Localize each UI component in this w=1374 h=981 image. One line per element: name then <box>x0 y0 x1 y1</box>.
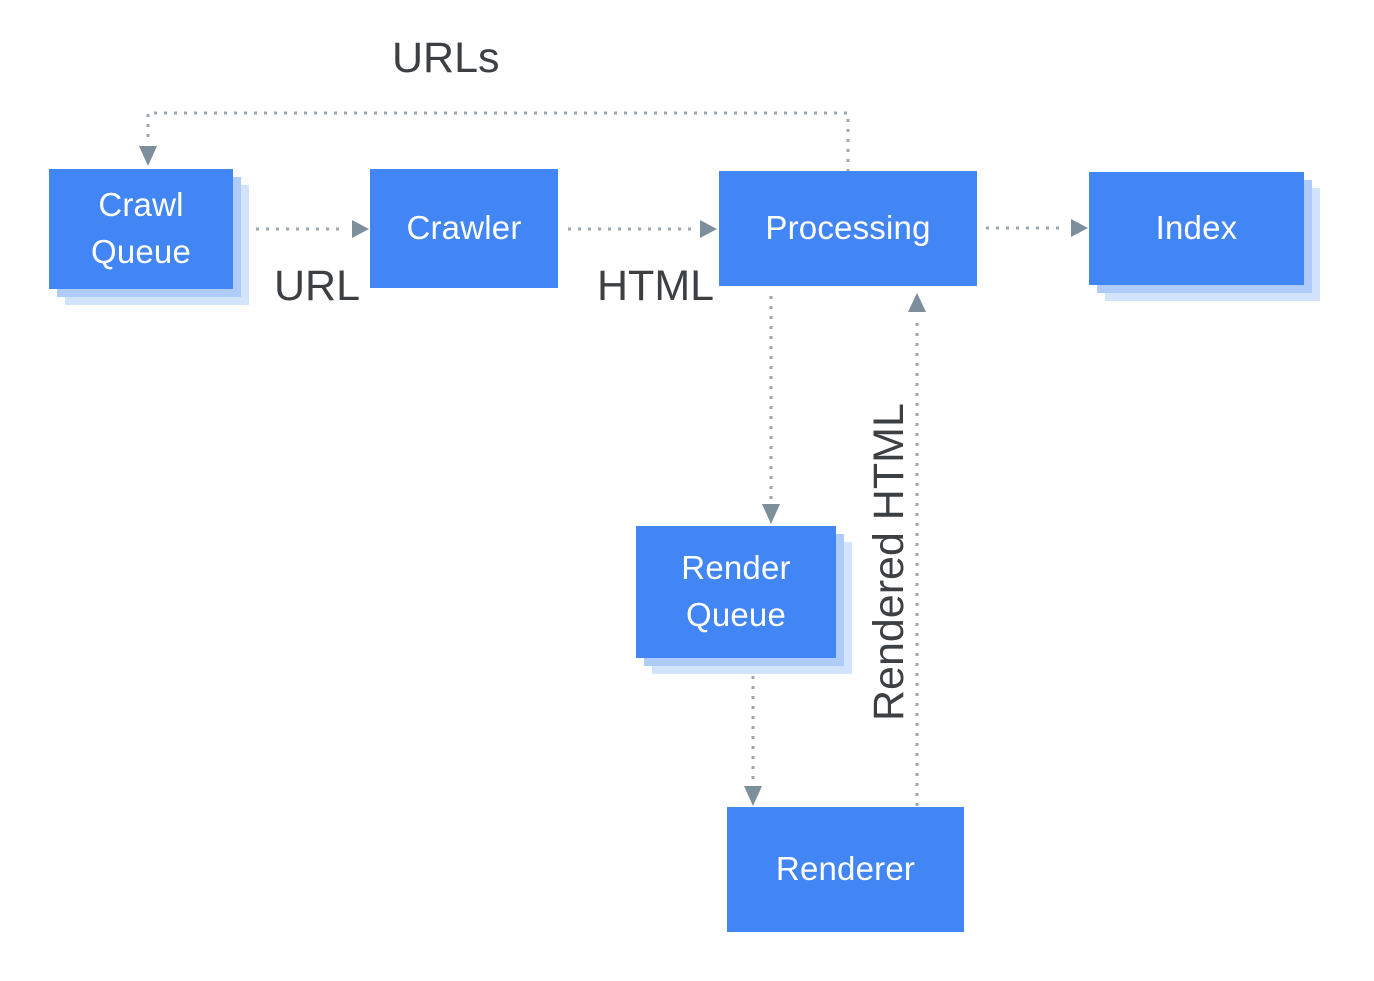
node-index: Index <box>1089 172 1304 285</box>
node-crawl-queue-label: Crawl Queue <box>90 186 192 270</box>
node-crawler: Crawler <box>370 169 558 288</box>
arrowhead-down-icon <box>762 504 780 524</box>
node-renderer: Renderer <box>727 807 964 932</box>
edge-processing-to-crawlqueue <box>146 111 850 172</box>
arrowhead-right-icon <box>352 220 369 238</box>
node-index-label: Index <box>1155 209 1238 247</box>
node-processing: Processing <box>719 171 977 286</box>
arrowhead-down-icon <box>139 146 157 166</box>
arrowhead-right-icon <box>700 220 717 238</box>
edge-label-urls: URLs <box>392 34 500 82</box>
node-processing-label: Processing <box>765 209 931 247</box>
node-render-queue-label: Render Queue <box>681 549 791 633</box>
arrowhead-up-icon <box>908 293 926 312</box>
arrowhead-right-icon <box>1071 219 1088 237</box>
node-crawler-label: Crawler <box>406 209 522 247</box>
edge-label-url: URL <box>274 262 361 310</box>
arrowhead-down-icon <box>744 786 762 806</box>
edge-label-html: HTML <box>597 262 715 310</box>
node-renderer-label: Renderer <box>775 850 916 888</box>
node-crawl-queue: Crawl Queue <box>49 169 233 289</box>
node-render-queue: Render Queue <box>636 526 836 658</box>
edge-label-rendered-html: Rendered HTML <box>865 403 913 721</box>
